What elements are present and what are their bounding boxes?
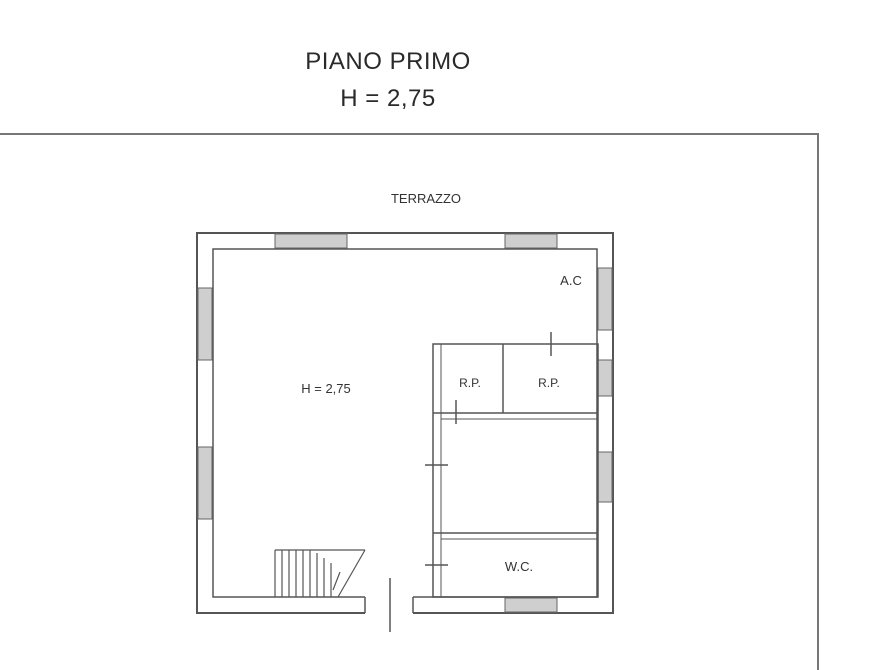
window-right-1 [597, 267, 613, 331]
room-height-label: H = 2,75 [301, 381, 351, 396]
window-right-3 [597, 451, 613, 503]
ac-label: A.C [560, 273, 582, 288]
outer-wall-outer [196, 232, 614, 614]
window-left-lower [197, 446, 213, 520]
plan-title: PIANO PRIMO [305, 48, 471, 75]
plan-height-label: H = 2,75 [340, 85, 436, 112]
window-top-left [274, 233, 348, 249]
window-right-2 [597, 359, 613, 397]
entry-door-gap [365, 596, 413, 614]
interior-block [432, 343, 599, 598]
closet-left-label: R.P. [459, 376, 481, 390]
closet-right-label: R.P. [538, 376, 560, 390]
staircase [274, 549, 366, 598]
window-bottom [504, 597, 558, 613]
window-left-upper [197, 287, 213, 361]
outer-wall-inner [212, 248, 598, 598]
terrace-label: TERRAZZO [391, 191, 461, 206]
terrace-boundary [0, 133, 819, 670]
wc-label: W.C. [505, 559, 533, 574]
window-top-right [504, 233, 558, 249]
